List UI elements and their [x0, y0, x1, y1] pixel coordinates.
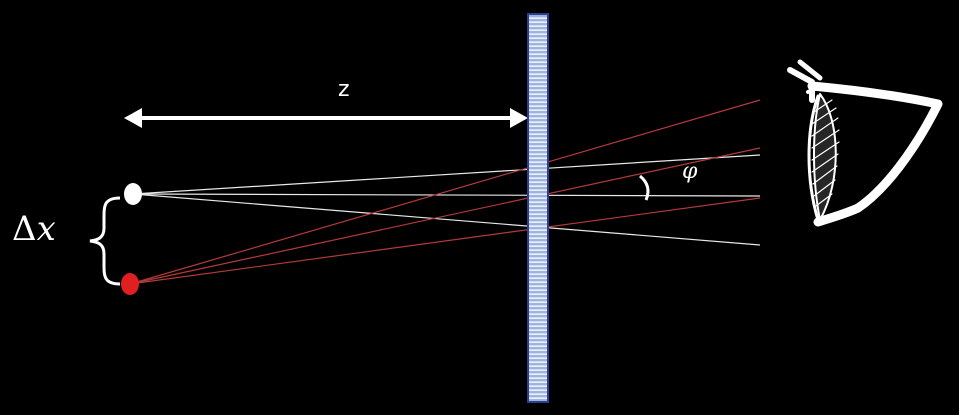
red-ray-lower: [129, 197, 761, 285]
red-ray-center: [129, 147, 761, 285]
white-ray-lower: [132, 193, 761, 246]
distance-arrow: [124, 108, 528, 128]
white-point-source: [124, 183, 142, 205]
diffraction-grating: [527, 13, 549, 403]
white-ray-center: [132, 193, 761, 197]
angle-arc: [638, 174, 650, 201]
red-rays: [129, 99, 761, 285]
red-point-source: [121, 273, 139, 295]
eye-icon: [787, 59, 943, 227]
distance-label: z: [338, 77, 350, 102]
separation-var: x: [37, 209, 56, 249]
separation-symbol: Δ: [12, 209, 37, 249]
left-curly-brace: [89, 196, 121, 286]
separation-label: Δx: [12, 209, 56, 249]
white-rays: [132, 154, 761, 246]
angle-label: φ: [682, 159, 698, 184]
red-ray-upper: [129, 99, 761, 285]
white-ray-upper: [132, 154, 761, 195]
